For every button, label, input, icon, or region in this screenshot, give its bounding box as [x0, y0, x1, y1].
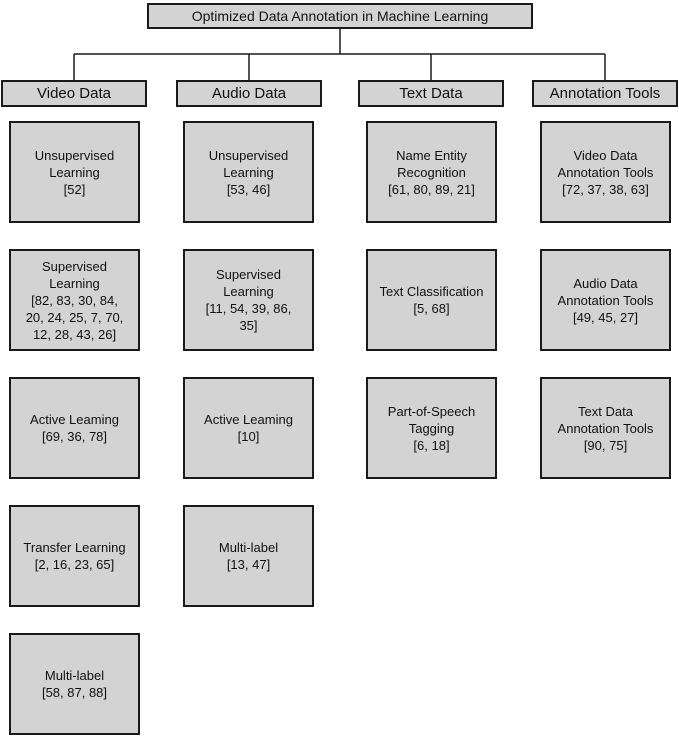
leaf-text-line: [11, 54, 39, 86, [205, 301, 292, 316]
category-label: Annotation Tools [549, 85, 661, 102]
category-label: Video Data [37, 85, 111, 102]
leaf-text-line: Learning [49, 164, 100, 180]
leaf-text-line: Multi-label [44, 668, 105, 683]
leaf-text-line: Tagging [408, 420, 455, 436]
leaf-audio-multi-label: Multi-label [13, 47] [183, 505, 314, 607]
leaf-video-active-learning: Active Leaming [69, 36, 78] [9, 377, 140, 479]
leaf-text-line: Annotation Tools [557, 292, 654, 308]
leaf-text-line: [90, 75] [583, 437, 628, 453]
leaf-text-line: [13, 47] [226, 557, 271, 572]
leaf-text-line: Part-of-Speech [387, 403, 476, 419]
leaf-text-line: Learning [223, 164, 274, 180]
leaf-text-line: [69, 36, 78] [41, 429, 108, 444]
leaf-text-line: [52] [63, 181, 86, 197]
leaf-text-line: [49, 45, 27] [572, 309, 639, 325]
leaf-text-annotation-tools: Text Data Annotation Tools [90, 75] [540, 377, 671, 479]
leaf-text-line: Supervised [41, 258, 108, 274]
leaf-text-line: [82, 83, 30, 84, [31, 292, 118, 308]
leaf-video-supervised-learning: Supervised Learning [82, 83, 30, 84, 20,… [9, 249, 140, 351]
leaf-text-line: Annotation Tools [557, 420, 654, 436]
leaf-text-line: Recognition [397, 164, 466, 180]
leaf-text-line: Audio Data [573, 275, 638, 291]
category-text-data: Text Data [358, 80, 504, 107]
leaf-text-pos-tagging: Part-of-Speech Tagging [6, 18] [366, 377, 497, 479]
root-node: Optimized Data Annotation in Machine Lea… [147, 3, 533, 29]
leaf-text-line: Multi-label [218, 540, 279, 555]
leaf-text-line: [58, 87, 88] [41, 685, 108, 700]
leaf-audio-unsupervised-learning: Unsupervised Learning [53, 46] [183, 121, 314, 223]
category-label: Audio Data [211, 85, 287, 102]
leaf-text-line: Active Leaming [204, 412, 293, 427]
leaf-audio-annotation-tools: Audio Data Annotation Tools [49, 45, 27] [540, 249, 671, 351]
category-audio-data: Audio Data [176, 80, 322, 107]
leaf-text-line: Text Classification [379, 284, 484, 299]
leaf-text-line: Unsupervised [208, 147, 289, 163]
leaf-text-line: Annotation Tools [557, 164, 654, 180]
leaf-text-line: Learning [49, 275, 100, 291]
leaf-video-unsupervised-learning: Unsupervised Learning [52] [9, 121, 140, 223]
leaf-text-line: [61, 80, 89, 21] [388, 181, 475, 197]
leaf-text-line: 35] [239, 318, 258, 333]
leaf-video-transfer-learning: Transfer Learning [2, 16, 23, 65] [9, 505, 140, 607]
leaf-text-line: [5, 68] [413, 301, 450, 316]
category-video-data: Video Data [1, 80, 147, 107]
leaf-text-line: [53, 46] [226, 181, 271, 197]
leaf-audio-active-learning: Active Leaming [10] [183, 377, 314, 479]
leaf-text-line: Text Data [578, 403, 633, 419]
leaf-text-line: [6, 18] [413, 437, 450, 453]
leaf-text-line: Learning [223, 284, 274, 299]
leaf-text-line: Unsupervised [34, 147, 115, 163]
leaf-text-line: [10] [237, 429, 260, 444]
leaf-text-line: [2, 16, 23, 65] [34, 557, 115, 572]
leaf-video-annotation-tools: Video Data Annotation Tools [72, 37, 38,… [540, 121, 671, 223]
leaf-audio-supervised-learning: Supervised Learning [11, 54, 39, 86, 35] [183, 249, 314, 351]
leaf-text-named-entity-recognition: Name Entity Recognition [61, 80, 89, 21] [366, 121, 497, 223]
leaf-text-line: Supervised [215, 267, 282, 282]
leaf-text-line: Transfer Learning [23, 540, 126, 555]
leaf-text-line: 20, 24, 25, 7, 70, [25, 309, 124, 325]
leaf-text-classification: Text Classification [5, 68] [366, 249, 497, 351]
leaf-text-line: 12, 28, 43, 26] [32, 326, 117, 342]
leaf-text-line: [72, 37, 38, 63] [562, 181, 649, 197]
leaf-video-multi-label: Multi-label [58, 87, 88] [9, 633, 140, 735]
leaf-text-line: Active Leaming [30, 412, 119, 427]
leaf-text-line: Video Data [573, 147, 638, 163]
category-annotation-tools: Annotation Tools [532, 80, 678, 107]
root-label: Optimized Data Annotation in Machine Lea… [191, 8, 489, 24]
category-label: Text Data [399, 85, 463, 102]
leaf-text-line: Name Entity [396, 147, 467, 163]
